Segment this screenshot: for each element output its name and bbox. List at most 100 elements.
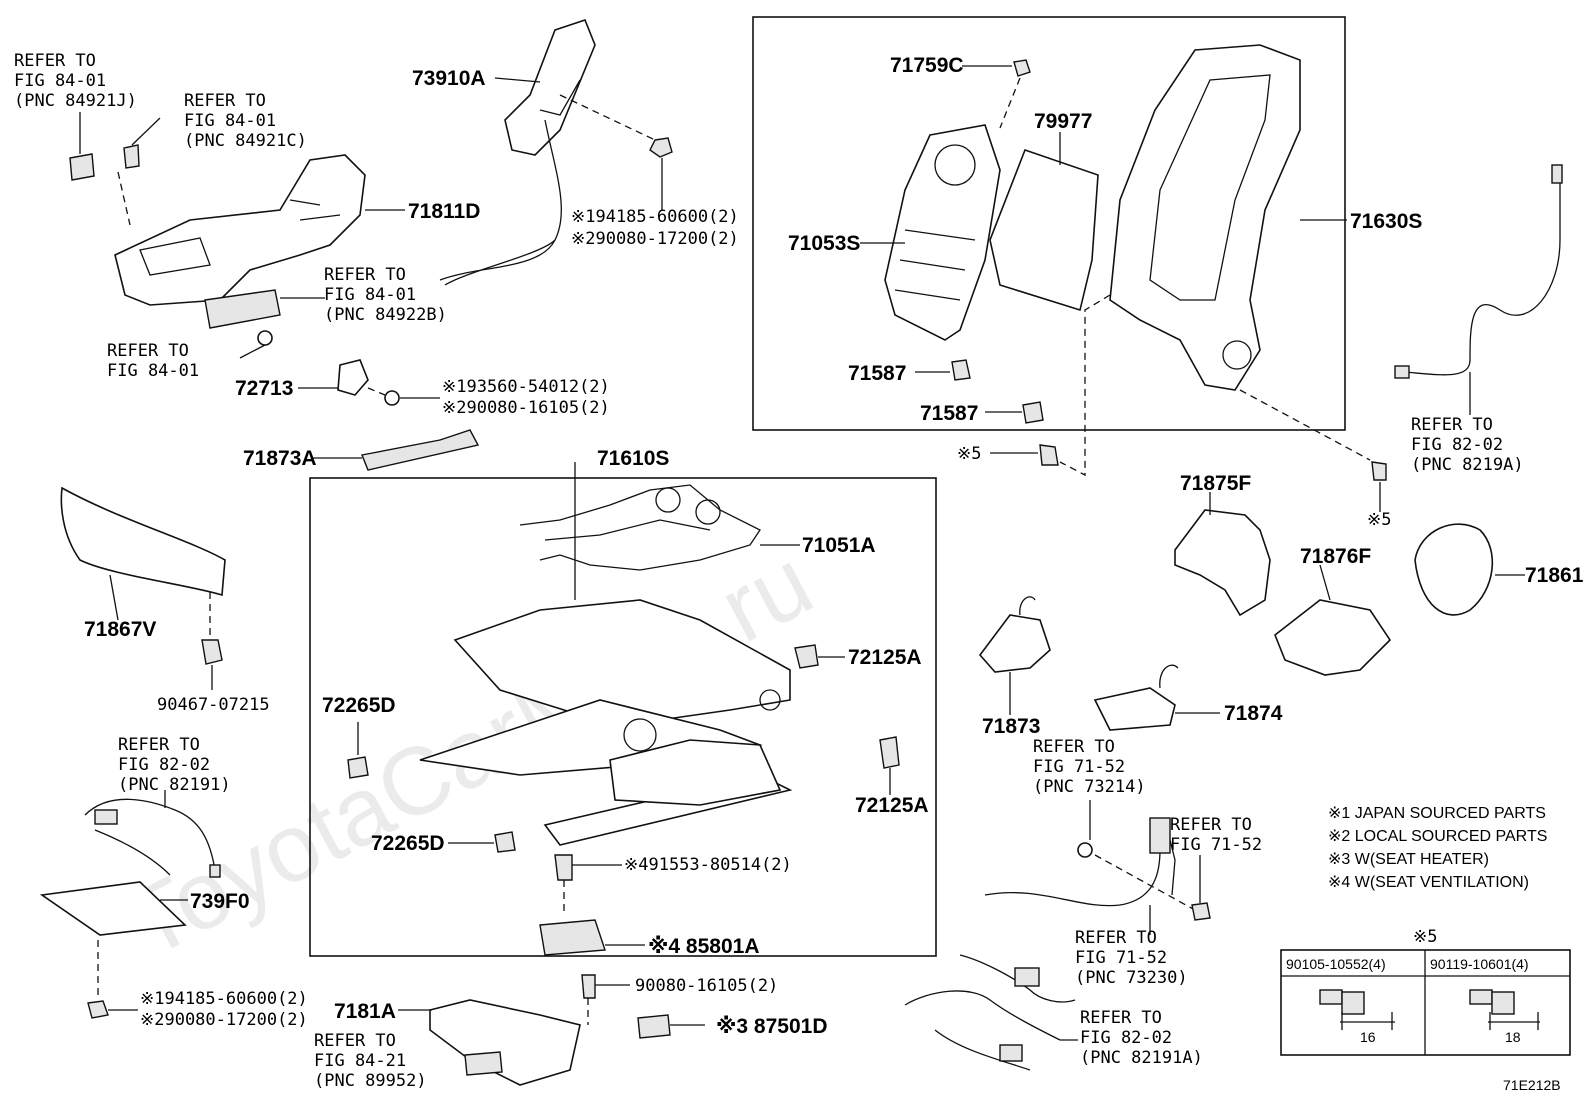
seatback-frame-group-box [752,16,1346,431]
refer-8202-c: REFER TO FIG 82-02 (PNC 82191A) [1080,1008,1203,1068]
cover-71875F-part [1174,509,1271,617]
label-91553: ※491553-80514(2) [624,855,792,875]
nut-94185-part [649,137,673,158]
bolt-star5-a-part [1039,444,1059,466]
label-71874: 71874 [1224,702,1283,725]
label-79977: 79977 [1034,110,1092,133]
label-90080-a: ※290080-17200(2) [571,229,739,249]
buckle-harness-73230-part [984,817,1176,907]
clip-72265D-b-part [494,831,516,853]
label-90080-b: ※290080-16105(2) [442,398,610,418]
pad-79977-part [989,148,1099,312]
knob-84921C-part [123,144,140,169]
legend: ※1 JAPAN SOURCED PARTS ※2 LOCAL SOURCED … [1328,805,1552,891]
label-71875F: 71875F [1180,472,1251,495]
bracket-72125A-b-part [879,736,900,769]
label-71051A: 71051A [802,534,876,557]
clip-73214-part [1077,842,1093,858]
label-71867V: 71867V [84,618,156,641]
mat-739F0-part [39,881,187,936]
label-71861: 71861 [1525,564,1584,587]
refer-7152-a: REFER TO FIG 71-52 (PNC 73214) [1033,737,1146,797]
label-72713: 72713 [235,377,293,400]
screw-part [257,330,273,346]
wire-71051A-part [519,484,761,571]
harness-8219A-part [1394,164,1563,379]
cover-71876F-part [1274,599,1392,676]
nut-94185-b-part [87,1000,109,1019]
screw-93560-part [384,390,400,406]
hook-71874-part [1093,664,1179,731]
side-shield-71811D-part [114,154,366,306]
label-71587-b: 71587 [920,402,978,425]
module-87501D-part [637,1014,671,1039]
refer-7152-c: REFER TO FIG 71-52 (PNC 73230) [1075,928,1188,988]
knob-71861-part [1414,523,1494,616]
label-93560: ※193560-54012(2) [442,377,610,397]
note5-dim-1: 16 [1360,1029,1376,1045]
refer-7152-b: REFER TO FIG 71-52 [1170,815,1262,855]
label-90467: 90467-07215 [157,695,270,715]
note5-dim-2: 18 [1505,1029,1521,1045]
cover-71867V-part [60,486,226,597]
lumbar-bag-73910A-part [439,19,596,286]
refer-8202-b: REFER TO FIG 82-02 (PNC 82191) [118,735,231,795]
bolt-91553-part [554,854,573,881]
bracket-72125A-a-part [794,644,819,669]
refer-8401-d: REFER TO FIG 84-01 [107,341,199,381]
seat-track-group-box [309,477,937,957]
label-71811D: 71811D [408,200,480,223]
connector-89952-part [464,1051,503,1076]
bolt-star5-b-part [1371,461,1387,481]
refer-8421: REFER TO FIG 84-21 (PNC 89952) [314,1031,427,1091]
label-90080-d: 90080-16105(2) [635,976,778,996]
harness-82191-part [84,798,221,878]
label-73910A: 73910A [412,67,486,90]
label-87501D: ※3 87501D [716,1015,828,1038]
label-71873A: 71873A [243,447,317,470]
note5-part-2: 90119-10601(4) [1430,956,1529,972]
fan-85801A-part [539,919,606,956]
bracket-7181A-part [429,999,581,1086]
label-72125A-b: 72125A [855,794,929,817]
nut-71759C-part [1013,59,1031,77]
refer-8401-b: REFER TO FIG 84-01 (PNC 84921C) [184,91,307,151]
label-72265D-a: 72265D [322,694,396,717]
seat-track-71610S-part [419,599,793,846]
label-71759C: 71759C [890,54,964,77]
label-71873: 71873 [982,715,1040,738]
seatback-frame-71630S-part [1109,44,1301,391]
note5-table [1280,949,1571,1056]
refer-8401-a: REFER TO FIG 84-01 (PNC 84921J) [14,51,137,111]
strip-71873A-part [361,429,480,471]
label-72125A-a: 72125A [848,646,922,669]
refer-8401-c: REFER TO FIG 84-01 (PNC 84922B) [324,265,447,325]
label-72265D-b: 72265D [371,832,445,855]
screw-90080-d-part [581,974,596,999]
label-71610S: 71610S [597,447,669,470]
clip-90467-part [201,639,223,665]
label-71053S: 71053S [788,232,860,255]
label-7181A: 7181A [334,1000,396,1023]
label-94185-b: ※194185-60600(2) [140,989,308,1009]
note5-part-1: 90105-10552(4) [1286,956,1386,972]
label-739F0: 739F0 [190,890,250,913]
knob-84921J-part [69,153,95,181]
refer-8202-a: REFER TO FIG 82-02 (PNC 8219A) [1411,415,1524,475]
label-star5-a: ※5 [957,444,981,464]
diagram-code: 71E212B [1503,1077,1561,1093]
harness-82191A-part [904,954,1076,1071]
label-85801A: ※4 85801A [648,935,760,958]
label-71630S: 71630S [1350,210,1422,233]
hook-71873-part [978,596,1051,673]
nut-7152-part [1191,902,1211,921]
label-71587-a: 71587 [848,362,906,385]
clip-71587-b-part [1022,401,1044,424]
label-90080-c: ※290080-17200(2) [140,1010,308,1030]
label-star5-b: ※5 [1367,510,1391,530]
seatback-panel-71053S-part [884,124,1001,341]
label-94185-a: ※194185-60600(2) [571,207,739,227]
label-71876F: 71876F [1300,545,1371,568]
switch-84922B-part [204,289,281,329]
